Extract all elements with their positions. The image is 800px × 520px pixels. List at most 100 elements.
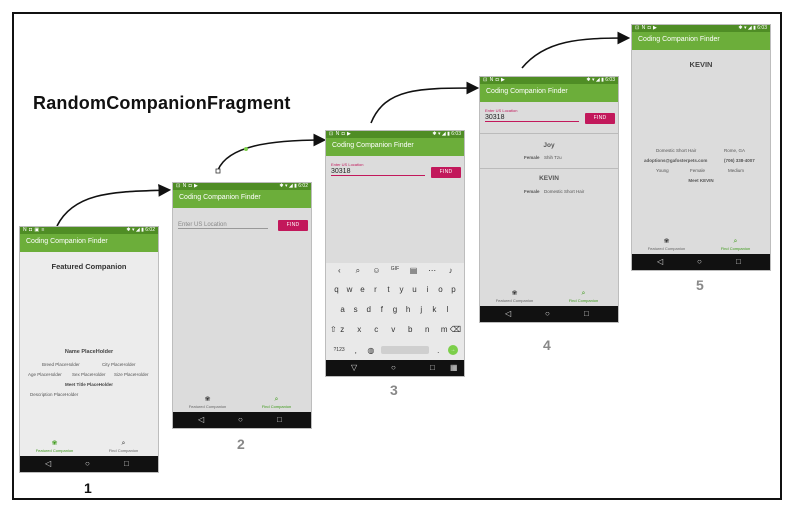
key-v[interactable]: v: [391, 325, 396, 334]
key-w[interactable]: w: [346, 285, 353, 294]
key-l[interactable]: l: [446, 305, 449, 314]
key-q[interactable]: q: [334, 285, 339, 294]
keyboard-icon[interactable]: ▦: [450, 363, 458, 372]
keyboard-row-3-wrap: ⇧ z x c v b n m ⌫: [326, 325, 464, 334]
find-button[interactable]: FIND: [278, 220, 308, 231]
key-m[interactable]: m: [440, 325, 448, 334]
tab-featured-companion[interactable]: ❀ Featured Companion: [632, 236, 701, 254]
companion-email[interactable]: adoptions@gafosterpets.com: [644, 158, 708, 163]
recents-icon[interactable]: □: [584, 309, 589, 318]
period-key[interactable]: .: [437, 345, 440, 355]
recents-icon[interactable]: □: [124, 459, 129, 468]
bottom-navigation: ❀ Featured Companion ⌕ Find Companion: [632, 236, 770, 254]
back-icon[interactable]: ◁: [657, 257, 664, 266]
key-e[interactable]: e: [360, 285, 365, 294]
system-nav-bar: ◁ ○ □: [632, 254, 770, 270]
key-z[interactable]: z: [340, 325, 345, 334]
key-t[interactable]: t: [387, 285, 390, 294]
app-bar: Coding Companion Finder: [632, 32, 770, 50]
name-placeholder: Name PlaceHolder: [64, 349, 114, 355]
key-o[interactable]: o: [438, 285, 443, 294]
key-b[interactable]: b: [407, 325, 413, 334]
enter-key[interactable]: →: [447, 345, 458, 355]
tab-featured-companion[interactable]: ❀ Featured Companion: [20, 438, 89, 456]
status-icons: ⊡ N ◘ ▶: [635, 25, 658, 31]
companion-phone[interactable]: (706) 338-4007: [724, 158, 755, 163]
location-label: Enter US Location: [331, 162, 364, 167]
key-n[interactable]: n: [424, 325, 430, 334]
find-button[interactable]: FIND: [431, 167, 461, 178]
recents-icon[interactable]: □: [430, 363, 435, 372]
key-g[interactable]: g: [392, 305, 398, 314]
app-bar: Coding Companion Finder: [20, 234, 158, 252]
key-y[interactable]: y: [399, 285, 404, 294]
sex-placeholder: Sex PlaceHolder: [72, 372, 106, 377]
chevron-left-icon[interactable]: ‹: [337, 266, 341, 275]
status-bar: ⊡ N ◘ ▶ ✱ ▾ ◢ ▮ 6:03: [632, 25, 770, 32]
key-f[interactable]: f: [380, 305, 383, 314]
back-icon[interactable]: ◁: [505, 309, 512, 318]
key-p[interactable]: p: [451, 285, 456, 294]
location-input[interactable]: 30318: [485, 114, 579, 122]
bottom-navigation: ❀ Featured Companion ⌕ Find Companion: [173, 394, 311, 412]
search-icon[interactable]: ⌕: [355, 266, 361, 275]
search-icon: ⌕: [733, 238, 738, 245]
recents-icon[interactable]: □: [277, 415, 282, 424]
back-icon[interactable]: ◁: [45, 459, 52, 468]
key-c[interactable]: c: [374, 325, 379, 334]
key-k[interactable]: k: [432, 305, 437, 314]
symbols-key[interactable]: ?123: [333, 347, 345, 353]
result-breed: Domestic Short Hair: [544, 189, 585, 194]
divider: [480, 133, 618, 134]
key-x[interactable]: x: [357, 325, 362, 334]
key-i[interactable]: i: [426, 285, 429, 294]
backspace-icon[interactable]: ⌫: [449, 325, 462, 334]
step-number-5: 5: [696, 277, 704, 293]
result-name: KEVIN: [539, 175, 559, 182]
paw-icon: ❀: [51, 440, 58, 447]
home-icon[interactable]: ○: [391, 363, 396, 372]
comma-key[interactable]: ,: [354, 345, 357, 355]
home-icon[interactable]: ○: [697, 257, 702, 266]
clipboard-icon[interactable]: ▤: [409, 266, 418, 275]
key-a[interactable]: a: [340, 305, 345, 314]
paw-icon: ❀: [511, 290, 518, 297]
home-icon[interactable]: ○: [545, 309, 550, 318]
gif-icon[interactable]: GIF: [390, 266, 400, 272]
result-sex: Female: [524, 155, 540, 160]
location-input[interactable]: Enter US Location: [178, 222, 268, 229]
tab-find-companion[interactable]: ⌕ Find Companion: [242, 394, 311, 412]
search-icon: ⌕: [121, 440, 126, 447]
tab-find-companion[interactable]: ⌕ Find Companion: [701, 236, 770, 254]
home-icon[interactable]: ○: [85, 459, 90, 468]
globe-icon[interactable]: ◍: [367, 345, 375, 355]
sticker-icon[interactable]: ☺: [372, 266, 381, 275]
key-h[interactable]: h: [405, 305, 411, 314]
key-u[interactable]: u: [412, 285, 417, 294]
recents-icon[interactable]: □: [736, 257, 741, 266]
meet-title-placeholder: Meet Title PlaceHolder: [65, 382, 113, 387]
key-j[interactable]: j: [420, 305, 423, 314]
key-s[interactable]: s: [353, 305, 358, 314]
back-icon[interactable]: ▽: [351, 363, 358, 372]
find-button[interactable]: FIND: [585, 113, 615, 124]
space-bar[interactable]: [380, 346, 429, 354]
key-r[interactable]: r: [374, 285, 377, 294]
tab-find-companion[interactable]: ⌕ Find Companion: [89, 438, 158, 456]
back-icon[interactable]: ◁: [198, 415, 205, 424]
location-input[interactable]: 30318: [331, 168, 425, 176]
key-d[interactable]: d: [366, 305, 371, 314]
tab-featured-companion[interactable]: ❀ Featured Companion: [173, 394, 242, 412]
shift-icon[interactable]: ⇧: [330, 325, 337, 334]
tab-featured-companion[interactable]: ❀ Featured Companion: [480, 288, 549, 306]
step-number-3: 3: [390, 382, 398, 398]
result-name: Joy: [543, 142, 555, 149]
home-icon[interactable]: ○: [238, 415, 243, 424]
more-icon[interactable]: ⋯: [428, 266, 437, 275]
tab-find-companion[interactable]: ⌕ Find Companion: [549, 288, 618, 306]
mic-icon[interactable]: ♪: [448, 266, 453, 275]
